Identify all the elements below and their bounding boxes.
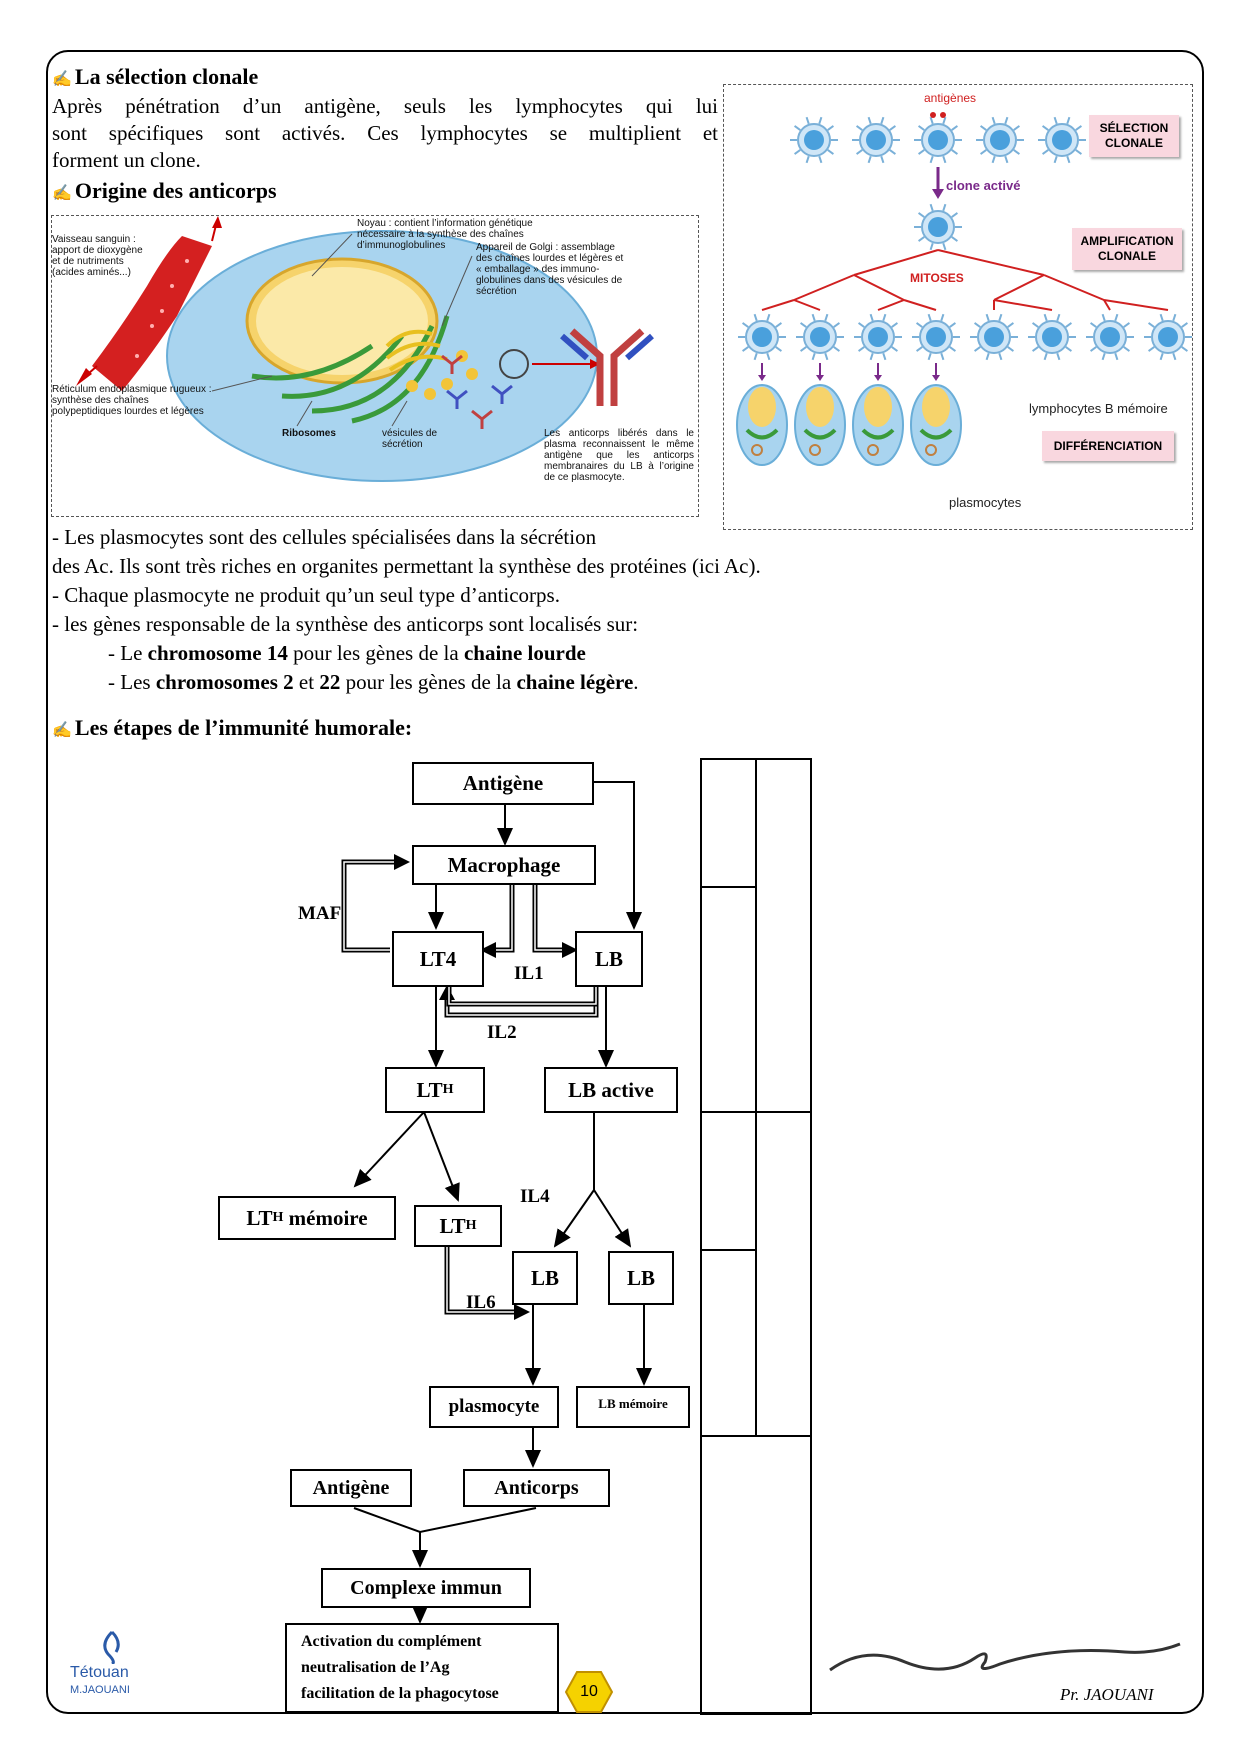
memory-lymphocyte: [912, 313, 960, 361]
page-frame: [46, 50, 1204, 1714]
memory-lymphocyte: [1028, 313, 1076, 361]
section-title-origine: ✍Origine des anticorps: [52, 178, 277, 203]
bullet-chromosome-14: - Le chromosome 14 pour les gènes de la …: [108, 641, 586, 665]
tag-differenciation: DIFFÉRENCIATION: [1042, 431, 1174, 461]
memory-lymphocyte: [738, 313, 786, 361]
label-plasmocytes: plasmocytes: [949, 495, 1022, 510]
lymphocyte-cell: [790, 116, 838, 164]
label-anticorps: Les anticorps libérés dans le plasma rec…: [544, 428, 694, 483]
antigen-dot: [940, 112, 946, 118]
label-vesicules: vésicules de sécrétion: [382, 428, 438, 450]
box-lb-2: LB: [512, 1251, 578, 1305]
antigen-dot: [930, 112, 936, 118]
box-lb-3: LB: [608, 1251, 674, 1305]
table-row-divider: [702, 886, 756, 888]
box-lb-memoire: LB mémoire: [576, 1386, 690, 1428]
box-activation: Activation du complément neutralisation …: [285, 1623, 559, 1713]
empty-notes-table: [700, 758, 812, 1715]
pen-hand-icon: ✍: [52, 722, 72, 739]
label-il1: IL1: [514, 963, 544, 984]
memory-lymphocyte: [854, 313, 902, 361]
label-il6: IL6: [466, 1292, 496, 1313]
table-column-divider: [755, 760, 757, 1435]
bullet-chromosomes-2-22: - Les chromosomes 2 et 22 pour les gènes…: [108, 670, 639, 694]
memory-lymphocyte: [796, 313, 844, 361]
footer-author-small: M.JAOUANI: [70, 1684, 130, 1696]
label-mitoses: MITOSES: [910, 271, 964, 285]
footer-signature: Pr. JAOUANI: [1060, 1685, 1154, 1704]
label-golgi: Appareil de Golgi : assemblage des chaîn…: [476, 242, 624, 297]
box-macrophage: Macrophage: [412, 845, 596, 885]
label-reticulum: Réticulum endoplasmique rugueux : synthè…: [52, 384, 212, 417]
lymphocyte-cell: [1038, 116, 1086, 164]
table-row-divider: [702, 1435, 812, 1437]
footer-city: Tétouan: [70, 1664, 129, 1681]
label-il4: IL4: [520, 1186, 550, 1207]
box-antigene: Antigène: [412, 762, 594, 805]
box-lt4: LT4: [392, 931, 484, 987]
lymphocyte-cell: [852, 116, 900, 164]
memory-lymphocyte: [970, 313, 1018, 361]
table-row-divider: [702, 1249, 756, 1251]
signature-flourish: [829, 1642, 1181, 1672]
label-lb-memoire: lymphocytes B mémoire: [1029, 401, 1168, 416]
box-antigene-2: Antigène: [290, 1469, 412, 1507]
label-antigenes: antigènes: [924, 91, 977, 105]
box-plasmocyte: plasmocyte: [429, 1386, 559, 1428]
box-anticorps: Anticorps: [463, 1469, 610, 1507]
bullet-plasmocytes-1: - Les plasmocytes sont des cellules spéc…: [52, 525, 597, 549]
label-il2: IL2: [487, 1022, 517, 1043]
section-title-etapes: ✍Les étapes de l’immunité humorale:: [52, 715, 413, 740]
label-maf: MAF: [298, 903, 342, 924]
box-lb: LB: [575, 931, 643, 987]
activated-lymphocyte: [914, 203, 962, 251]
lymphocyte-cell: [914, 116, 962, 164]
plasmocyte-figure: Vaisseau sanguin : apport de dioxygène e…: [51, 215, 699, 517]
memory-lymphocyte: [1144, 313, 1192, 361]
clonal-selection-figure: antigènes SÉLECTION CLONALE clone activé…: [723, 84, 1193, 530]
box-lb-active: LB active: [544, 1067, 678, 1113]
bullet-plasmocytes-2: des Ac. Ils sont très riches en organite…: [52, 554, 761, 578]
label-noyau: Noyau : contient l’information génétique…: [357, 218, 533, 251]
tag-selection-clonale: SÉLECTION CLONALE: [1089, 115, 1179, 157]
box-complexe-immun: Complexe immun: [321, 1568, 531, 1608]
label-clone-active: clone activé: [946, 178, 1021, 193]
table-row-divider: [702, 1111, 812, 1113]
selection-line-3: forment un clone.: [52, 148, 201, 172]
bullet-one-type: - Chaque plasmocyte ne produit qu’un seu…: [52, 583, 560, 607]
page-number: 10: [580, 1683, 598, 1700]
selection-line-1: Après pénétration d’un antigène, seuls l…: [52, 94, 718, 118]
page-number-badge: 10: [565, 1670, 613, 1714]
tag-amplification: AMPLIFICATION CLONALE: [1072, 228, 1182, 270]
label-vaisseau: Vaisseau sanguin : apport de dioxygène e…: [52, 234, 143, 278]
label-ribosomes: Ribosomes: [282, 428, 336, 439]
bullet-genes: - les gènes responsable de la synthèse d…: [52, 612, 639, 636]
lymphocyte-cell: [976, 116, 1024, 164]
pen-hand-icon: ✍: [52, 185, 72, 202]
pen-hand-icon: ✍: [52, 71, 72, 88]
memory-lymphocyte: [1086, 313, 1134, 361]
tetouan-logo-icon: [92, 1630, 132, 1666]
section-title-selection: ✍La sélection clonale: [52, 64, 259, 89]
selection-line-2: sont spécifiques sont activés. Ces lymph…: [52, 121, 718, 145]
